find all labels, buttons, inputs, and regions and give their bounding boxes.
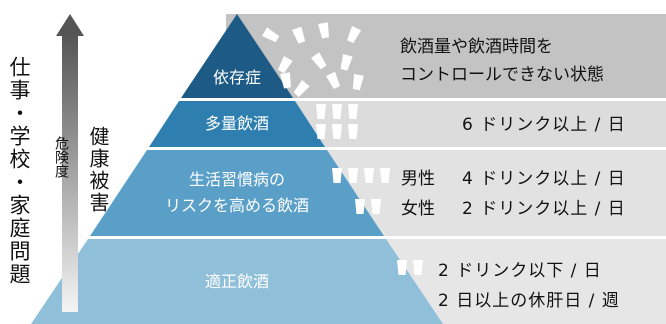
dependence-description-line1: 飲酒量や飲酒時間を <box>400 37 553 57</box>
dependence-description-line2: コントロールできない状態 <box>400 65 604 85</box>
pyramid-tier-heavy <box>149 101 325 147</box>
tier-label-moderate: 適正飲酒 <box>204 272 269 291</box>
outer-side-label: 仕事・学校・家庭問題 <box>7 56 31 286</box>
male-sex-label: 男性 <box>401 169 435 189</box>
tier-label-risky-line2: リスクを高める飲酒 <box>164 196 309 215</box>
tier-label-risky-line1: 生活習慣病の <box>188 170 285 189</box>
moderate-description-line1: 2 ドリンク以下 / 日 <box>438 261 602 281</box>
risk-arrow-label: 危険度 <box>53 136 69 178</box>
inner-side-label: 健康被害 <box>86 126 110 214</box>
male-amount: 4 ドリンク以上 / 日 <box>462 169 626 189</box>
tier-label-heavy: 多量飲酒 <box>204 114 269 133</box>
pyramid-tier-risky <box>90 150 384 236</box>
female-sex-label: 女性 <box>401 199 435 219</box>
risk-arrow <box>56 14 84 312</box>
pyramid-tier-dependence <box>181 14 293 98</box>
pyramid-tier-moderate <box>31 239 443 324</box>
moderate-description-line2: 2 日以上の休肝日 / 週 <box>438 291 620 311</box>
female-amount: 2 ドリンク以上 / 日 <box>462 199 626 219</box>
tier-label-dependence: 依存症 <box>212 68 261 87</box>
heavy-description: 6 ドリンク以上 / 日 <box>462 115 626 135</box>
